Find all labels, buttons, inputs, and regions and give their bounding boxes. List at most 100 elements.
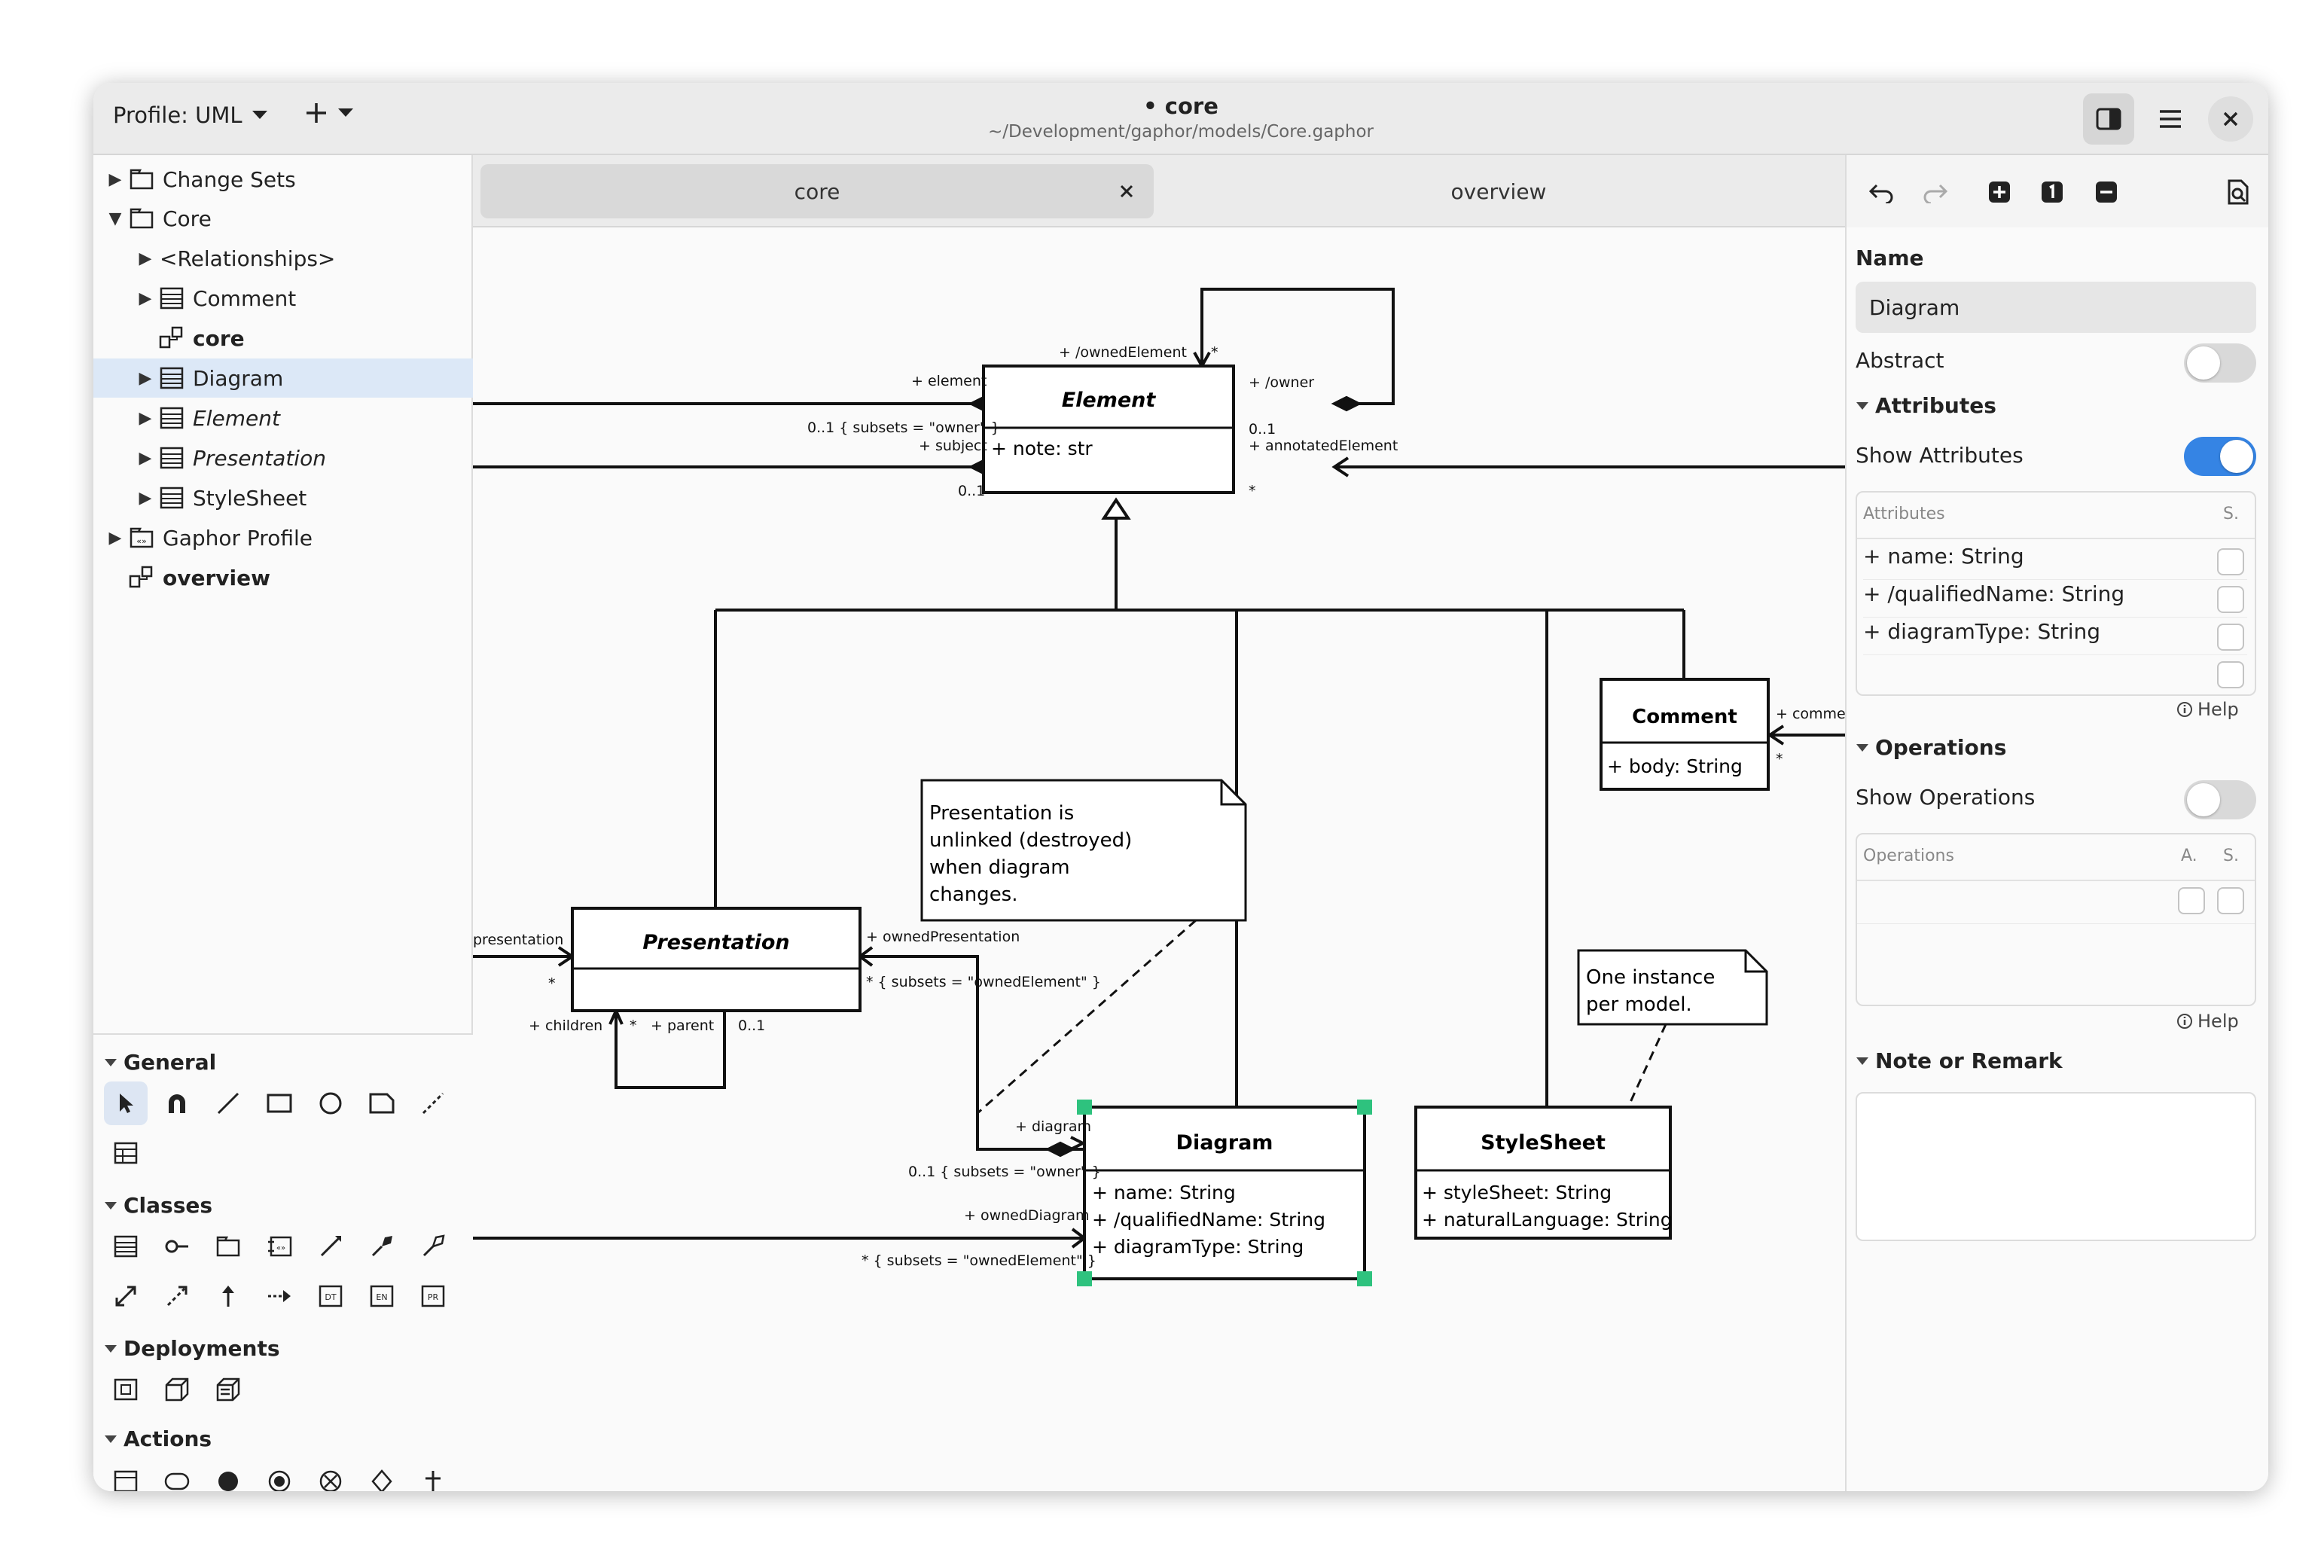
expand-arrow-icon[interactable]: ▶ xyxy=(139,368,152,388)
profile-selector[interactable]: Profile: UML xyxy=(113,102,268,128)
tree-item-gaphor-profile[interactable]: ▶ «» Gaphor Profile xyxy=(93,518,473,557)
interface-realization-tool[interactable] xyxy=(258,1274,301,1318)
tree-item-core-package[interactable]: ▼ Core xyxy=(93,199,473,238)
show-attributes-toggle[interactable] xyxy=(2184,437,2256,476)
generalization-tool[interactable] xyxy=(206,1274,250,1318)
add-diagram-button[interactable] xyxy=(304,101,354,125)
package-tool[interactable] xyxy=(206,1225,250,1268)
attribute-row[interactable]: + name: String xyxy=(1863,544,2247,580)
operations-help-link[interactable]: Help xyxy=(2176,1011,2239,1032)
resize-handle[interactable] xyxy=(1077,1100,1092,1115)
flow-final-tool[interactable] xyxy=(258,1460,301,1491)
tree-item-core-diagram[interactable]: core xyxy=(93,319,473,358)
metadata-tool[interactable] xyxy=(104,1131,148,1175)
comment-tool[interactable] xyxy=(360,1081,404,1125)
palette-section-classes[interactable]: Classes xyxy=(104,1193,212,1218)
close-window-button[interactable] xyxy=(2208,96,2253,142)
redo-icon[interactable] xyxy=(1922,182,1949,203)
dependency-tool[interactable] xyxy=(155,1274,199,1318)
action-tool[interactable] xyxy=(104,1460,148,1491)
class-tool[interactable] xyxy=(104,1225,148,1268)
device-tool[interactable] xyxy=(206,1368,250,1411)
class-stylesheet[interactable]: StyleSheet + styleSheet: String + natura… xyxy=(1414,1106,1673,1240)
initial-node-tool[interactable] xyxy=(155,1460,199,1491)
attribute-row-empty[interactable] xyxy=(1863,657,2247,693)
expand-arrow-icon[interactable]: ▶ xyxy=(139,488,152,508)
expand-arrow-icon[interactable]: ▶ xyxy=(108,528,122,548)
node-tool[interactable] xyxy=(155,1368,199,1411)
expand-arrow-icon[interactable]: ▶ xyxy=(108,169,122,189)
enumeration-tool[interactable]: EN xyxy=(360,1274,404,1318)
ellipse-tool[interactable] xyxy=(309,1081,352,1125)
expand-arrow-icon[interactable]: ▶ xyxy=(139,408,152,428)
sidebar-toggle-button[interactable] xyxy=(2083,93,2134,145)
expand-arrow-icon[interactable]: ▶ xyxy=(139,249,152,268)
activity-final-tool[interactable] xyxy=(206,1460,250,1491)
comment-line-tool[interactable] xyxy=(411,1081,455,1125)
attributes-help-link[interactable]: Help xyxy=(2176,699,2239,720)
attribute-row[interactable]: + /qualifiedName: String xyxy=(1863,581,2247,618)
class-element[interactable]: Element + note: str xyxy=(982,365,1235,494)
note-presentation-unlinked[interactable]: Presentation is unlinked (destroyed) whe… xyxy=(920,779,1247,922)
tab-overview[interactable]: overview xyxy=(1160,164,1838,218)
resize-handle[interactable] xyxy=(1357,1100,1372,1115)
association-tool[interactable] xyxy=(309,1225,352,1268)
note-section-header[interactable]: Note or Remark xyxy=(1856,1048,2063,1073)
collapse-arrow-icon[interactable]: ▼ xyxy=(108,209,122,228)
class-comment[interactable]: Comment + body: String xyxy=(1600,678,1770,791)
stereotype-tool[interactable]: «» xyxy=(258,1225,301,1268)
tree-item-stylesheet[interactable]: ▶ StyleSheet xyxy=(93,478,473,517)
note-one-instance[interactable]: One instance per model. xyxy=(1577,949,1768,1026)
join-tool[interactable] xyxy=(411,1460,455,1491)
fork-tool[interactable] xyxy=(360,1460,404,1491)
shared-association-tool[interactable] xyxy=(411,1225,455,1268)
tab-core[interactable]: core xyxy=(480,164,1154,218)
expand-arrow-icon[interactable]: ▶ xyxy=(139,448,152,468)
attribute-row[interactable]: + diagramType: String xyxy=(1863,619,2247,655)
abstract-toggle[interactable] xyxy=(2184,343,2256,383)
show-operations-toggle[interactable] xyxy=(2184,780,2256,819)
static-checkbox[interactable] xyxy=(2217,887,2244,914)
palette-section-general[interactable]: General xyxy=(104,1050,216,1075)
palette-section-actions[interactable]: Actions xyxy=(104,1426,212,1451)
static-checkbox[interactable] xyxy=(2217,548,2244,575)
resize-handle[interactable] xyxy=(1357,1271,1372,1286)
static-checkbox[interactable] xyxy=(2217,586,2244,613)
composition-tool[interactable] xyxy=(360,1225,404,1268)
main-menu-button[interactable] xyxy=(2145,93,2196,145)
document-search-icon[interactable] xyxy=(2226,179,2250,205)
decision-tool[interactable] xyxy=(309,1460,352,1491)
static-checkbox[interactable] xyxy=(2217,661,2244,688)
line-tool[interactable] xyxy=(206,1081,250,1125)
datatype-tool[interactable]: DT xyxy=(309,1274,352,1318)
diagram-canvas[interactable]: Element + note: str Comment + body: Stri… xyxy=(473,227,1845,1491)
zoom-100-icon[interactable] xyxy=(2041,181,2063,203)
box-tool[interactable] xyxy=(258,1081,301,1125)
tree-item-element[interactable]: ▶ Element xyxy=(93,398,473,438)
tree-item-diagram[interactable]: ▶ Diagram xyxy=(93,358,473,398)
tree-item-overview[interactable]: overview xyxy=(93,558,473,597)
magnet-tool[interactable] xyxy=(155,1081,199,1125)
resize-handle[interactable] xyxy=(1077,1271,1092,1286)
artifact-tool[interactable] xyxy=(104,1368,148,1411)
close-tab-icon[interactable] xyxy=(1119,184,1134,199)
expand-arrow-icon[interactable]: ▶ xyxy=(139,288,152,308)
pointer-tool[interactable] xyxy=(104,1081,148,1125)
attributes-section-header[interactable]: Attributes xyxy=(1856,393,1996,418)
tree-item-presentation[interactable]: ▶ Presentation xyxy=(93,438,473,477)
static-checkbox[interactable] xyxy=(2217,624,2244,651)
zoom-in-icon[interactable] xyxy=(1988,181,2011,203)
interface-tool[interactable] xyxy=(155,1225,199,1268)
directed-association-tool[interactable] xyxy=(104,1274,148,1318)
primitive-tool[interactable]: PR xyxy=(411,1274,455,1318)
palette-section-deployments[interactable]: Deployments xyxy=(104,1336,280,1361)
class-presentation[interactable]: Presentation xyxy=(571,907,862,1012)
tree-item-relationships[interactable]: ▶ <Relationships> xyxy=(93,239,473,278)
abstract-checkbox[interactable] xyxy=(2178,887,2205,914)
operations-section-header[interactable]: Operations xyxy=(1856,735,2006,760)
tree-item-comment[interactable]: ▶ Comment xyxy=(93,279,473,318)
zoom-out-icon[interactable] xyxy=(2095,181,2118,203)
tree-item-change-sets[interactable]: ▶ Change Sets xyxy=(93,160,473,199)
note-textarea[interactable] xyxy=(1856,1092,2256,1241)
class-diagram[interactable]: Diagram + name: String + /qualifiedName:… xyxy=(1077,1100,1372,1286)
